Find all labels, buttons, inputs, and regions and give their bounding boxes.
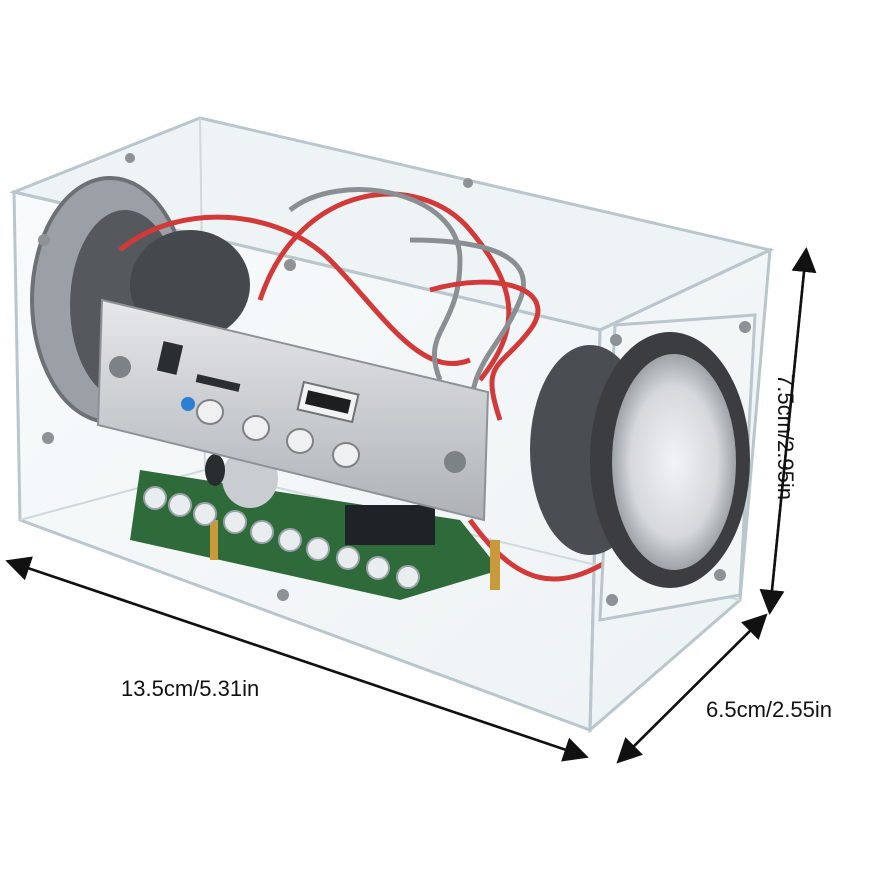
internal-wires [118, 187, 612, 582]
prev-button[interactable] [196, 399, 224, 425]
height-label: 7.5cm/2.95in [773, 374, 798, 500]
length-label: 13.5cm/5.31in [121, 676, 260, 701]
control-panel [96, 298, 490, 522]
screws [38, 153, 473, 601]
bluetooth-icon [181, 397, 195, 411]
depth-label: 6.5cm/2.55in [706, 697, 832, 722]
led-row [143, 486, 420, 589]
right-speaker [530, 313, 757, 622]
mode-button[interactable] [332, 442, 360, 468]
dimension-lines [5, 247, 817, 764]
next-button[interactable] [286, 428, 314, 454]
play-pause-button[interactable] [242, 415, 270, 441]
